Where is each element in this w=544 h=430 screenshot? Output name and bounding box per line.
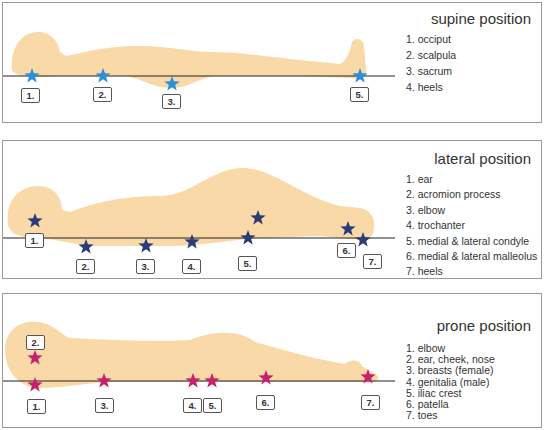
list-item: 1. elbow <box>406 342 445 354</box>
callout-box: 5. <box>238 256 257 271</box>
callout-box: 2. <box>76 259 95 274</box>
list-item: 2. acromion process <box>406 188 501 200</box>
list-item: 7. toes <box>406 409 438 421</box>
callout-number: 3. <box>168 97 176 107</box>
callout-number: 6. <box>262 398 270 408</box>
list-item: 5. medial & lateral condyle <box>406 235 529 247</box>
callout-box: 1. <box>21 88 40 103</box>
list-item: 2. scalpula <box>406 49 456 61</box>
position-panel: supine position 1. occiput 2. scalpula 3. s… <box>2 2 542 123</box>
panel-title: prone position <box>437 317 531 335</box>
callout-box: 4. <box>183 398 202 413</box>
callout-box: 1. <box>27 399 46 414</box>
position-panel: lateral position1. ear 2. acromion proces… <box>2 140 542 279</box>
floor-line <box>3 75 395 76</box>
callout-box: 6. <box>256 395 275 410</box>
callout-number: 5. <box>244 259 252 269</box>
list-item: 6. patella <box>406 398 449 410</box>
callout-number: 3. <box>101 401 109 411</box>
callout-number: 7. <box>369 257 377 267</box>
callout-number: 7. <box>367 398 375 408</box>
callout-box: 2. <box>93 87 112 102</box>
list-item: 1. ear <box>406 173 433 185</box>
list-item: 2. ear, cheek, nose <box>406 353 495 365</box>
list-item: 1. occiput <box>406 33 451 45</box>
callout-number: 4. <box>188 262 196 272</box>
callout-number: 2. <box>99 90 107 100</box>
list-item: 3. sacrum <box>406 65 452 77</box>
callout-box: 4. <box>182 259 201 274</box>
list-item: 6. medial & lateral malleolus <box>406 250 537 262</box>
callout-box: 7. <box>361 395 380 410</box>
callout-number: 1. <box>31 236 39 246</box>
body-silhouette <box>5 322 378 388</box>
panel-title: lateral position <box>434 150 531 168</box>
panel-title: supine position <box>431 10 531 28</box>
callout-number: 2. <box>32 338 40 348</box>
body-silhouette <box>12 32 367 88</box>
list-item: 3. breasts (female) <box>406 364 494 376</box>
callout-box: 3. <box>162 94 181 109</box>
callout-box: 5. <box>203 398 222 413</box>
list-item: 3. elbow <box>406 204 445 216</box>
callout-number: 5. <box>356 90 364 100</box>
list-item: 7. heels <box>406 265 443 277</box>
callout-number: 5. <box>209 401 217 411</box>
callout-number: 4. <box>189 401 197 411</box>
callout-number: 2. <box>82 262 90 272</box>
callout-number: 1. <box>27 91 35 101</box>
floor-line <box>3 237 395 238</box>
pressure-star <box>24 68 367 90</box>
callout-box: 6. <box>337 243 356 258</box>
callout-box: 5. <box>350 87 369 102</box>
list-item: 4. genitalia (male) <box>406 376 489 388</box>
callout-box: 2. <box>26 335 45 350</box>
callout-number: 1. <box>33 402 41 412</box>
callout-box: 3. <box>95 398 114 413</box>
callout-box: 7. <box>363 254 382 269</box>
list-item: 4. trochanter <box>406 219 465 231</box>
floor-line <box>3 380 395 381</box>
list-item: 4. heels <box>406 81 443 93</box>
body-silhouette <box>8 168 375 246</box>
position-panel: prone position 1. elbow2. ear, cheek, nos… <box>2 293 542 428</box>
callout-number: 3. <box>142 262 150 272</box>
callout-box: 3. <box>136 259 155 274</box>
pressure-star <box>27 210 370 253</box>
list-item: 5. iliac crest <box>406 387 461 399</box>
pressure-star <box>27 350 375 391</box>
callout-number: 6. <box>343 246 351 256</box>
callout-box: 1. <box>25 233 44 248</box>
